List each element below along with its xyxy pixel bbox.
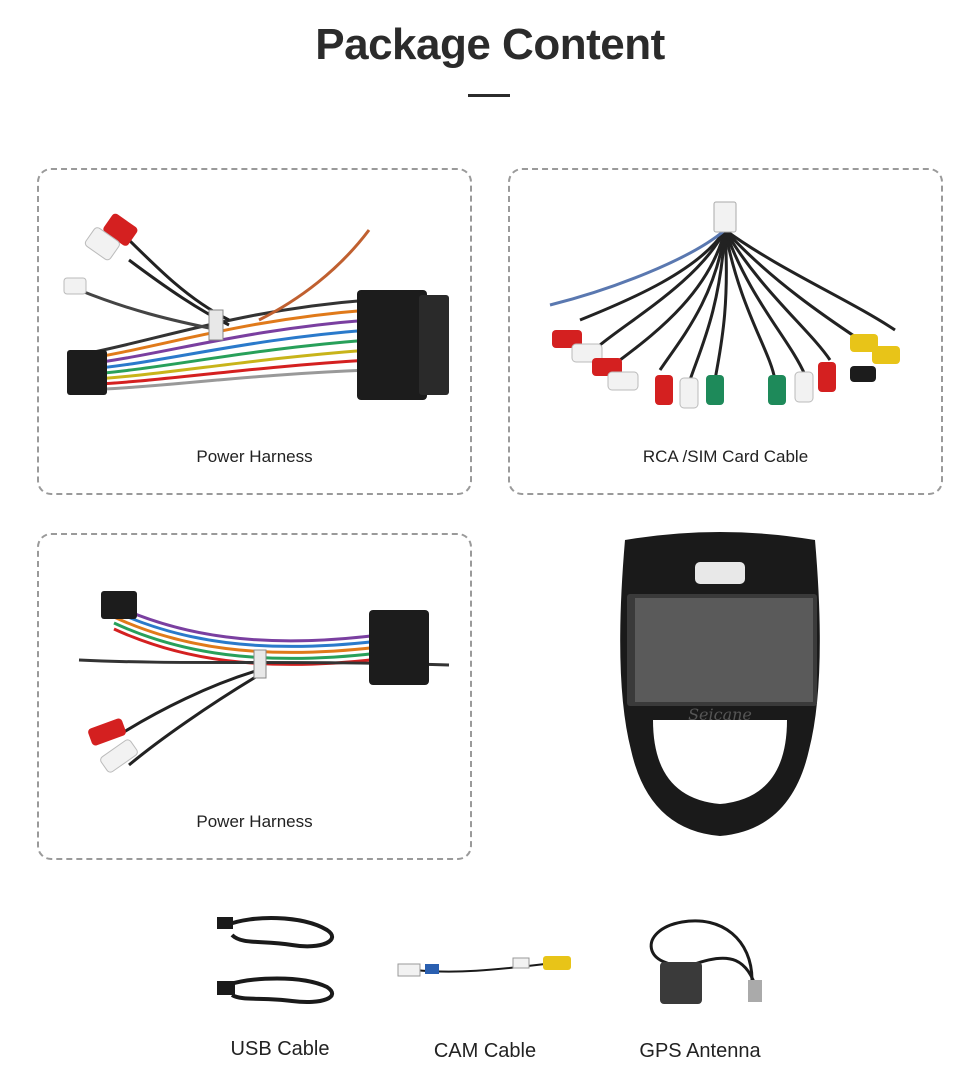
gps-antenna-image [649,919,762,1004]
item-label-gps-antenna: GPS Antenna [639,1040,761,1062]
power-harness-2-image [78,591,450,773]
item-label-cam-cable: CAM Cable [433,1040,537,1062]
item-label-rca-sim-cable: RCA /SIM Card Cable [642,447,809,466]
item-card-rca-sim-cable: RCA /SIM Card Cable [508,168,943,495]
item-label-power-harness-1: Power Harness [196,447,313,466]
page-title: Package Content [315,20,665,69]
usb-cable-image [217,916,335,1004]
cam-cable-image [397,956,571,977]
rca-cable-image [549,201,900,409]
head-unit-image: Seicane [620,532,820,836]
item-label-usb-cable: USB Cable [230,1038,330,1060]
item-card-power-harness-2: Power Harness [37,533,472,860]
item-card-power-harness-1: Power Harness [37,168,472,495]
item-label-power-harness-2: Power Harness [196,812,313,831]
title-underline [468,94,510,97]
power-harness-image [63,213,449,400]
brand-watermark: Seicane [688,705,752,724]
